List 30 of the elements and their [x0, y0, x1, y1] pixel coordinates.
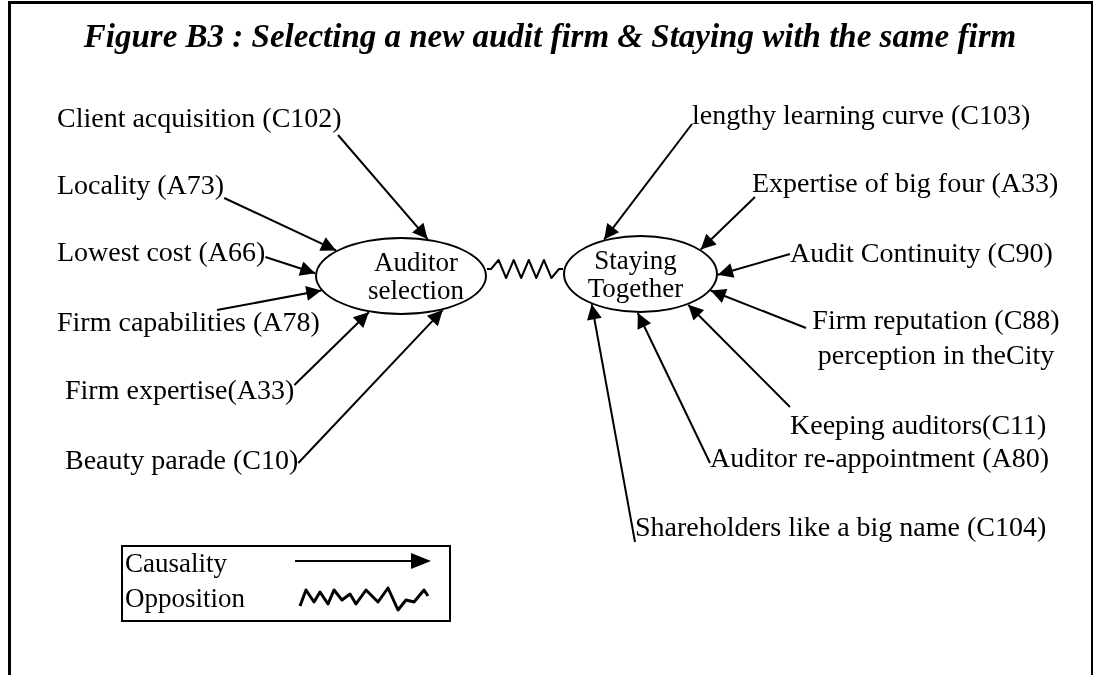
arrow: [216, 285, 323, 311]
factor-label: Auditor re-appointment (A80): [710, 440, 1050, 475]
arrow: [699, 196, 756, 251]
arrow: [717, 253, 791, 278]
factor-label: Expertise of big four (A33): [752, 165, 1059, 200]
arrow: [264, 256, 317, 276]
figure-title: Figure B3 : Selecting a new audit firm & Staying with the same firm: [82, 18, 1018, 55]
factor-label: Firm reputation (C88) perception in theCity: [796, 302, 1076, 372]
arrow: [636, 312, 711, 464]
factor-label: Audit Continuity (C90): [790, 235, 1053, 270]
arrow: [223, 197, 338, 252]
arrow: [337, 134, 429, 240]
factor-label: Locality (A73): [57, 167, 225, 202]
arrow: [687, 303, 791, 408]
arrow: [297, 309, 444, 464]
legend-label: Causality: [125, 549, 227, 579]
arrow: [709, 289, 807, 329]
factor-label: Beauty parade (C10): [65, 442, 299, 477]
concept-ellipse: Auditor selection: [315, 237, 487, 315]
factor-label: Firm expertise(A33): [65, 372, 295, 407]
factor-label: Shareholders like a big name (C104): [635, 509, 1047, 544]
factor-label: Client acquisition (C102): [57, 100, 342, 135]
arrow: [603, 123, 693, 241]
factor-label: lengthy learning curve (C103): [692, 97, 1031, 132]
factor-label: Lowest cost (A66): [57, 234, 266, 269]
factor-label: Keeping auditors(C11): [790, 407, 1047, 442]
legend-label: Opposition: [125, 584, 245, 614]
zigzag-connector: [486, 259, 564, 279]
arrow: [587, 303, 636, 543]
concept-ellipse: Staying Together: [563, 235, 718, 313]
